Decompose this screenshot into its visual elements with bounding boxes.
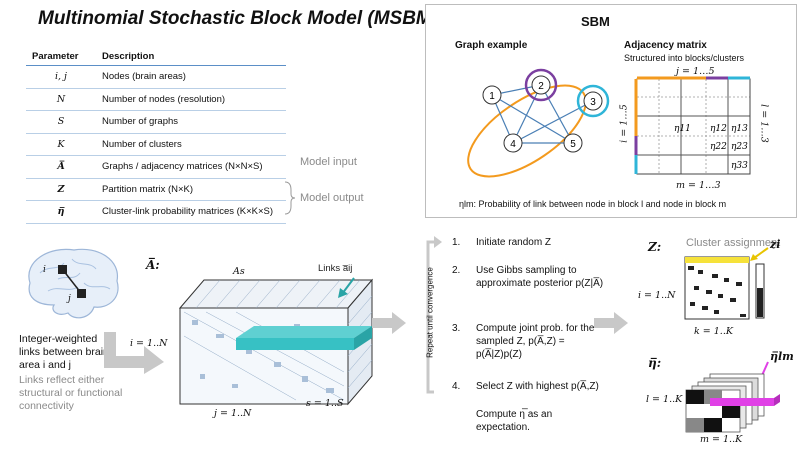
- param-description: Number of graphs: [96, 110, 286, 134]
- links-arrow: [338, 277, 355, 298]
- l-range-label: l = 1…3: [758, 104, 770, 143]
- adjacency-subtitle: Structured into blocks/clusters: [624, 53, 745, 63]
- flow-arrow: [104, 332, 164, 374]
- cluster-assignment-label: Cluster assignment: [686, 237, 781, 249]
- eta-m-axis: m = 1..K: [700, 434, 743, 445]
- brain-caption-note: Links reflect either structural or funct…: [19, 374, 123, 412]
- step-number: 1.: [452, 237, 461, 248]
- brain-j-label: j: [68, 294, 71, 304]
- sbm-panel: [425, 4, 797, 218]
- graph-node: 2: [531, 75, 551, 95]
- eta-23: η23: [731, 142, 748, 152]
- adjacency-tensor: [178, 278, 374, 406]
- tensor-j-axis: j = 1..N: [214, 408, 252, 419]
- arrow-to-results: [594, 312, 628, 334]
- step-number: 2.: [452, 265, 461, 276]
- param-description: Number of nodes (resolution): [96, 88, 286, 111]
- header-parameter: Parameter: [26, 48, 96, 66]
- sbm-title: SBM: [581, 14, 610, 29]
- graph-node: 4: [503, 133, 523, 153]
- eta-lm-label: η̅lm: [770, 350, 794, 363]
- m-range-label: m = 1…3: [676, 180, 721, 191]
- table-row: η̅Cluster-link probability matrices (K×K…: [26, 200, 286, 224]
- as-label: As: [233, 266, 245, 277]
- z-k-axis: k = 1..K: [694, 326, 733, 337]
- param-symbol: η̅: [26, 200, 96, 224]
- j-range-label: j = 1…5: [676, 66, 715, 77]
- loop-label: Repeat until convergence: [425, 267, 435, 358]
- svg-text:5: 5: [570, 139, 576, 150]
- z-label: Z:: [648, 240, 662, 254]
- tensor-i-axis: i = 1..N: [130, 338, 168, 349]
- param-symbol: Z: [26, 178, 96, 201]
- arrow-to-steps: [372, 312, 406, 334]
- brain-illustration: [28, 248, 119, 319]
- model-input-label: Model input: [300, 156, 357, 168]
- param-description: Nodes (brain areas): [96, 65, 286, 89]
- graph-example: 1 2 3 4 5: [467, 68, 610, 178]
- param-description: Graphs / adjacency matrices (N×N×S): [96, 155, 286, 179]
- param-description: Partition matrix (N×K): [96, 178, 286, 201]
- eta-33: η33: [731, 161, 748, 171]
- param-symbol: N: [26, 88, 96, 111]
- zi-label: zi: [770, 238, 781, 251]
- eta-12: η12: [710, 124, 727, 134]
- table-row: A̅Graphs / adjacency matrices (N×N×S): [26, 155, 286, 179]
- step-text: Use Gibbs sampling to approximate poster…: [476, 265, 604, 289]
- param-description: Number of clusters: [96, 133, 286, 156]
- param-symbol: A̅: [26, 155, 96, 179]
- step-text: Initiate random Z: [476, 237, 552, 248]
- svg-text:4: 4: [510, 139, 516, 150]
- graph-example-title: Graph example: [455, 40, 528, 51]
- step-text: Compute joint prob. for the sampled Z, p…: [476, 323, 595, 360]
- brain-caption: Integer-weighted links between brain are…: [19, 333, 109, 371]
- eta-22: η22: [710, 142, 727, 152]
- graph-node: 3: [583, 91, 603, 111]
- step-text: Compute η̅ as an expectation.: [476, 409, 553, 433]
- tensor-label: A̅:: [146, 258, 160, 272]
- eta-label: η̅:: [648, 356, 662, 370]
- eta-13: η13: [731, 124, 748, 134]
- eta-11: η11: [674, 124, 691, 134]
- svg-text:2: 2: [538, 81, 544, 92]
- graph-node: 5: [563, 133, 583, 153]
- param-description: Cluster-link probability matrices (K×K×S…: [96, 200, 286, 224]
- svg-text:1: 1: [489, 91, 495, 102]
- header-description: Description: [96, 48, 286, 66]
- step-text: Select Z with highest p(A̅,Z): [476, 381, 599, 392]
- graph-node: 1: [482, 85, 502, 105]
- i-range-label: i = 1…5: [618, 104, 630, 143]
- brain-i-label: i: [43, 265, 46, 275]
- param-symbol: i, j: [26, 65, 96, 89]
- page-title: Multinomial Stochastic Block Model (MSBM…: [38, 8, 439, 29]
- zi-arrow: [750, 247, 769, 261]
- svg-text:3: 3: [590, 97, 596, 108]
- eta-l-axis: l = 1..K: [646, 394, 683, 405]
- z-i-axis: i = 1..N: [638, 290, 676, 301]
- param-symbol: K: [26, 133, 96, 156]
- eta-caption: ηlm: Probability of link between node in…: [459, 199, 727, 209]
- links-label: Links a̅ij: [318, 263, 353, 274]
- cluster-link-matrices: [685, 373, 780, 433]
- algorithm-steps: 1. Initiate random Z 2. Use Gibbs sampli…: [452, 236, 603, 446]
- model-output-bracket: [284, 181, 296, 215]
- cluster-ellipse: [467, 84, 587, 178]
- step-number: 4.: [452, 381, 461, 392]
- step-number: 3.: [452, 323, 461, 334]
- model-output-label: Model output: [300, 192, 364, 204]
- tensor-s-axis: s = 1..S: [306, 398, 344, 409]
- adjacency-title: Adjacency matrix: [624, 40, 707, 51]
- loop-arrow: [426, 236, 442, 394]
- adjacency-matrix: η11 η12 η13 η22 η23 η33: [634, 76, 751, 175]
- param-symbol: S: [26, 110, 96, 134]
- partition-matrix: [684, 256, 765, 320]
